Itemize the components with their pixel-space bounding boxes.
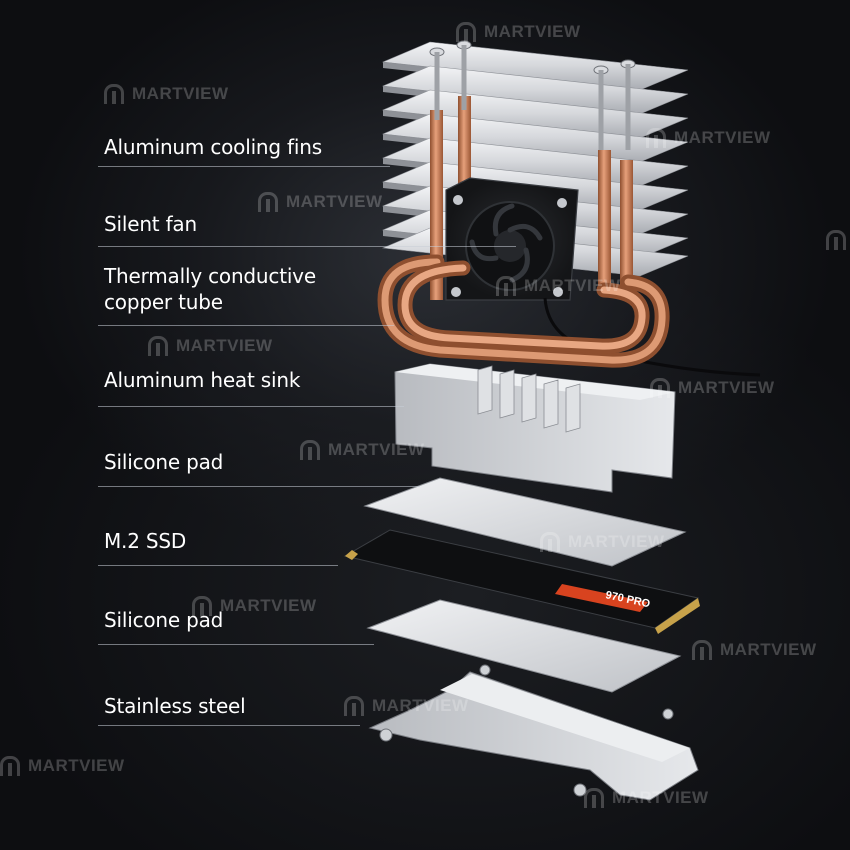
- label-cooling-fins: Aluminum cooling fins: [104, 135, 322, 159]
- m2-ssd: 970 PRO: [343, 529, 700, 634]
- leader-line-copper-tube: [98, 325, 394, 326]
- silicone-pad-bottom: [366, 599, 682, 693]
- stainless-steel-bracket: [368, 664, 699, 801]
- leader-line-pad-bottom: [98, 644, 374, 645]
- label-heat-sink: Aluminum heat sink: [104, 368, 301, 392]
- copper-tubes: [377, 254, 670, 368]
- aluminum-heat-sink: [394, 363, 676, 493]
- label-silicone-pad-top: Silicone pad: [104, 450, 224, 474]
- label-m2-ssd: M.2 SSD: [104, 529, 187, 553]
- label-copper-tube-line1: Thermally conductive: [104, 264, 316, 288]
- label-copper-tube-line2: copper tube: [104, 290, 223, 314]
- leader-line-steel: [98, 725, 360, 726]
- label-stainless-steel: Stainless steel: [104, 694, 246, 718]
- leader-line-ssd: [98, 565, 338, 566]
- silicone-pad-top: [363, 477, 687, 567]
- leader-line-heat-sink: [98, 406, 404, 407]
- label-silent-fan: Silent fan: [104, 212, 197, 236]
- leader-line-fan: [98, 246, 516, 247]
- label-silicone-pad-bottom: Silicone pad: [104, 608, 224, 632]
- leader-line-pad-top: [98, 486, 420, 487]
- leader-line-fins: [98, 166, 390, 167]
